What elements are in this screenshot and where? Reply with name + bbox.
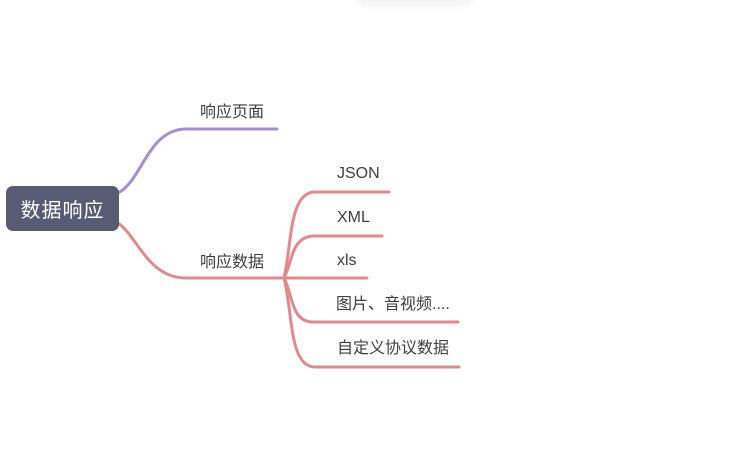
topic-xls[interactable]: xls [337, 252, 357, 269]
leaf-line-json [282, 190, 391, 280]
topic-response-page[interactable]: 响应页面 [200, 104, 265, 121]
branch-line-response-page [116, 127, 279, 195]
leaf-line-xml [282, 234, 384, 280]
topic-media-types[interactable]: 图片、音视频.... [336, 296, 450, 313]
topic-xml[interactable]: XML [337, 209, 370, 226]
branch-line-response-data [116, 221, 288, 280]
topic-response-data[interactable]: 响应数据 [200, 254, 265, 271]
topic-custom-protocol-data[interactable]: 自定义协议数据 [337, 340, 450, 357]
leaf-line-custom-protocol [282, 276, 461, 369]
topic-json[interactable]: JSON [337, 165, 380, 182]
root-topic[interactable]: 数据响应 [6, 186, 119, 231]
